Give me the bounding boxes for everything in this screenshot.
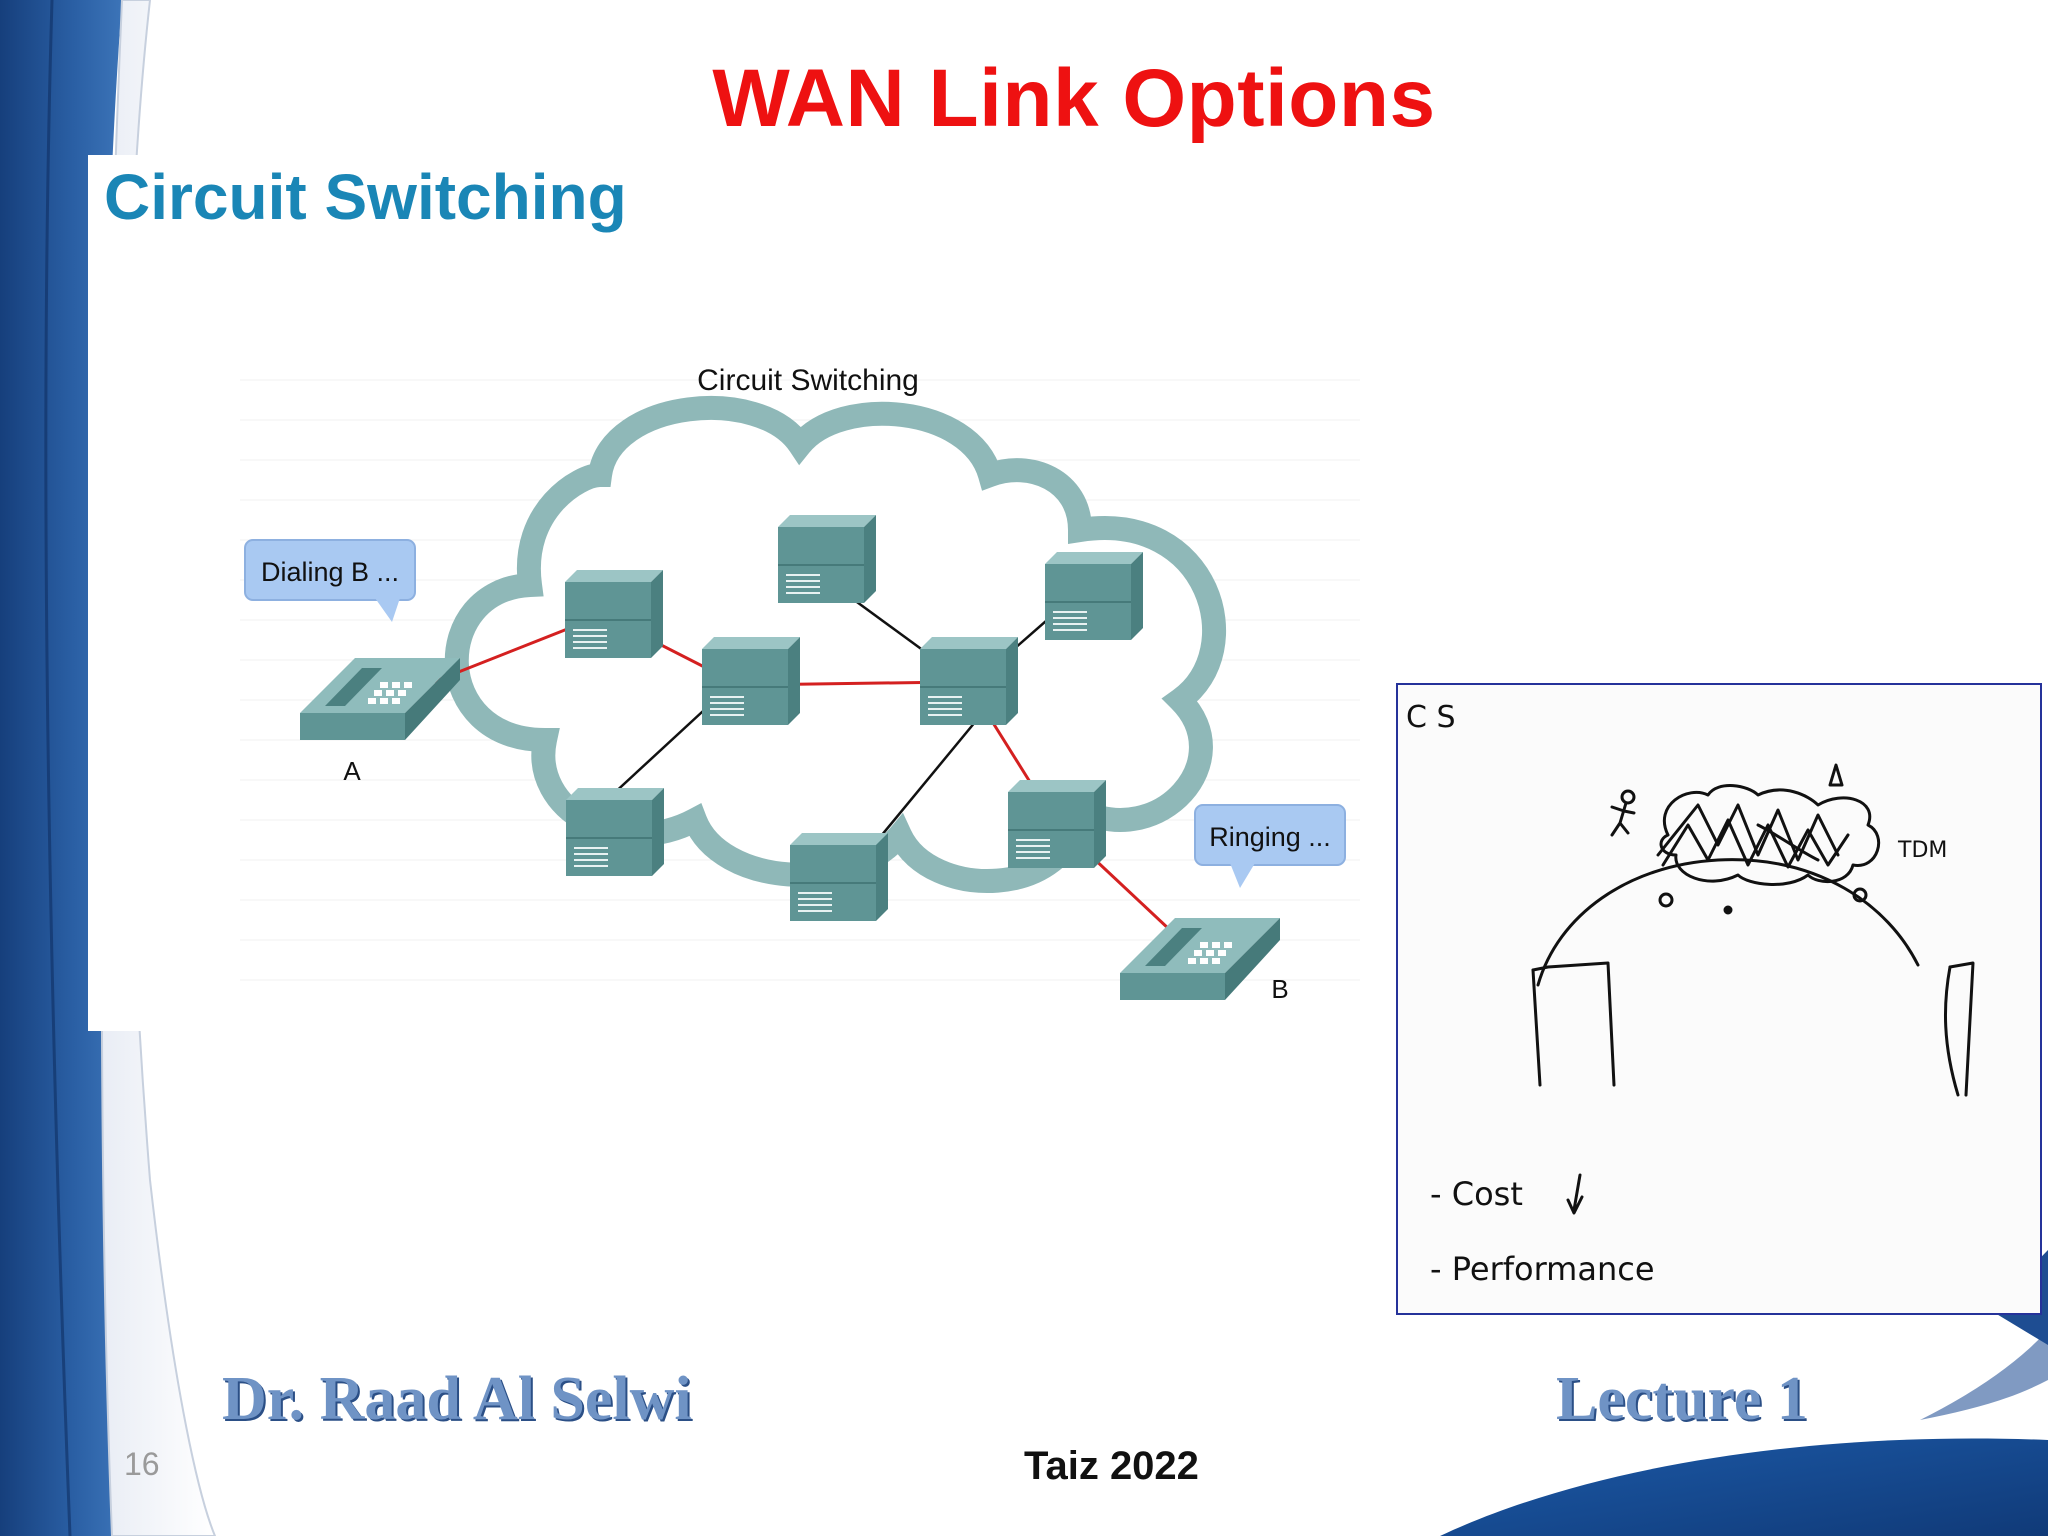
page-number: 16 <box>124 1446 160 1482</box>
footer-author: Dr. Raad Al Selwi <box>222 1365 692 1433</box>
switch-4 <box>920 637 1018 725</box>
switch-5 <box>1045 552 1143 640</box>
notes-bullet-cost: - Cost <box>1430 1175 1523 1213</box>
link-phone-b <box>1088 853 1172 932</box>
switch-1 <box>565 570 663 658</box>
footer-lecture: Lecture 1 <box>1556 1365 1808 1433</box>
circuit-switching-diagram: Circuit Switching <box>240 364 1360 1004</box>
notes-sketch: C S TDM <box>1406 700 1975 1288</box>
notes-heading: C S <box>1406 700 1456 735</box>
callout-dialing-text: Dialing B ... <box>261 557 399 587</box>
switch-8 <box>566 788 664 876</box>
bottom-swoosh <box>1440 1438 2048 1536</box>
figure-heading: Circuit Switching <box>104 161 627 233</box>
notes-scribble <box>1531 763 1975 1215</box>
diagram-title: Circuit Switching <box>697 364 919 397</box>
footer-place-year: Taiz 2022 <box>1024 1444 1199 1488</box>
phone-a <box>300 658 460 740</box>
phone-b-label: B <box>1271 974 1288 1004</box>
callout-dialing: Dialing B ... <box>244 539 416 622</box>
switch-7 <box>790 833 888 921</box>
switch-3 <box>702 637 800 725</box>
phone-b <box>1120 918 1280 1000</box>
notes-tdm-label: TDM <box>1897 838 1947 863</box>
phone-a-label: A <box>343 756 361 786</box>
notes-bullet-performance: - Performance <box>1430 1250 1655 1288</box>
callout-ringing: Ringing ... <box>1194 804 1346 888</box>
link-s4-s6 <box>988 717 1037 791</box>
notes-panel: C S TDM <box>1396 683 2042 1315</box>
switch-2 <box>778 515 876 603</box>
slide-title: WAN Link Options <box>712 53 1436 144</box>
switch-6 <box>1008 780 1106 868</box>
callout-ringing-text: Ringing ... <box>1209 822 1331 852</box>
